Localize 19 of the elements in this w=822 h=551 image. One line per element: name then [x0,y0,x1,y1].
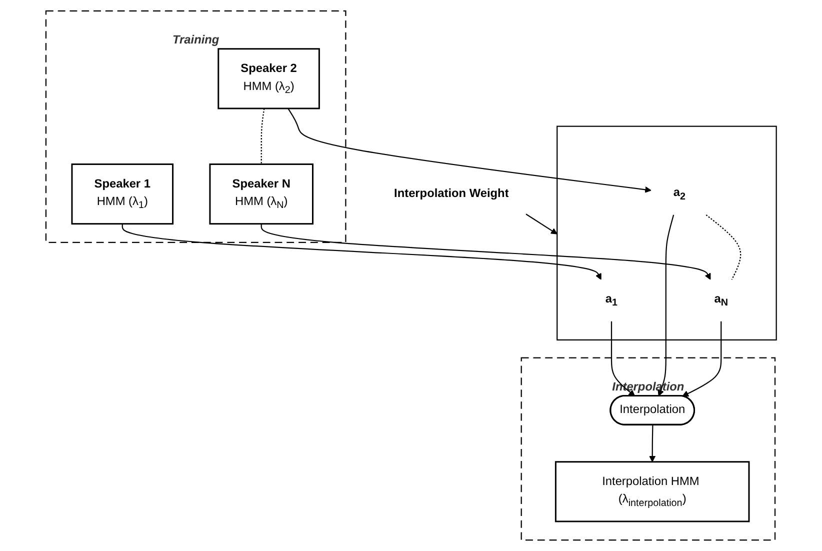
arrow [287,108,652,193]
connector [260,108,265,164]
arrow [648,425,656,462]
arrow [610,321,635,396]
connector [706,214,741,280]
node-box: Speaker 1 HMM (λ$_{1}$) [71,163,174,225]
arrow [682,321,722,397]
node-box: Interpolation HMM (λ$_{interpolation}$) [554,461,750,522]
cluster [556,126,777,340]
arrow [260,224,711,280]
node-box: Speaker N HMM (λ$_{N}$) [209,163,314,225]
arrow [658,214,674,396]
node-text: a$_{N}$ [714,292,728,308]
arrow [122,224,602,280]
node-text: a$_{1}$ [605,292,618,308]
node-box: Speaker 2 HMM (λ$_{2}$) [218,48,320,110]
node-text: a$_{2}$ [673,186,686,202]
node-text: Interpolation Weight [394,187,509,200]
arrow [526,214,558,234]
